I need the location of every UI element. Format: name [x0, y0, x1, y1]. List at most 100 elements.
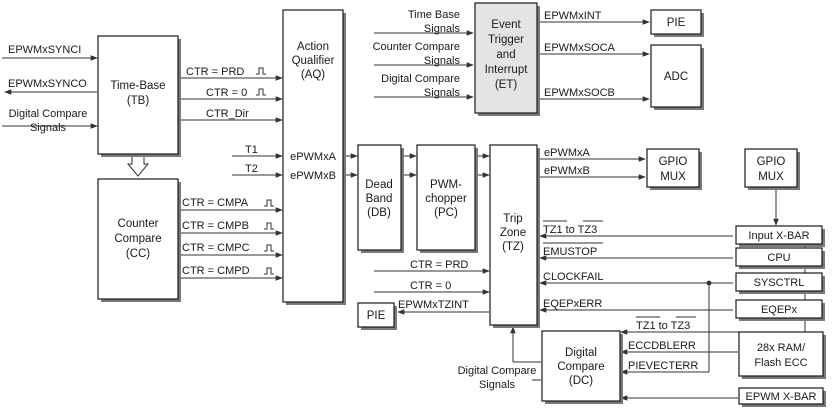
et-label-4: Interrupt — [485, 64, 529, 76]
pulse-icon — [264, 267, 274, 275]
adc-label: ADC — [664, 71, 688, 83]
cc-signals-label-1: Counter Compare — [373, 41, 460, 53]
tb-cc-hollow-arrow — [126, 155, 150, 177]
ram-ecc-label-2: Flash ECC — [754, 357, 807, 369]
aq-label-3: (AQ) — [301, 69, 325, 81]
pulse-glyphs — [256, 67, 274, 275]
db-label-2: Band — [366, 193, 393, 205]
db-label-1: Dead — [365, 179, 393, 191]
ctr-dir-label: CTR_Dir — [206, 108, 249, 120]
eqepx-label: EQEPx — [761, 304, 798, 316]
tb-label-1: Time-Base — [110, 80, 165, 92]
epwm-tzint-label: EPWMxTZINT — [398, 299, 469, 311]
pie-bottom-label: PIE — [367, 310, 386, 322]
tz-label-2: Zone — [500, 227, 526, 239]
pulse-icon — [256, 88, 266, 96]
tz-label-3: (TZ) — [502, 241, 524, 253]
epwm-soca-label: EPWMxSOCA — [544, 42, 616, 54]
pc-label-2: chopper — [425, 193, 467, 205]
db-block — [357, 144, 402, 251]
tz-block — [489, 144, 538, 326]
aq-epwma-label: ePWMxA — [290, 151, 337, 163]
et-label-2: Trigger — [488, 34, 524, 46]
epwm-socb-label: EPWMxSOCB — [544, 87, 615, 99]
pulse-icon — [264, 244, 274, 252]
connections — [2, 19, 818, 401]
ram-ecc-block — [738, 331, 824, 377]
aq-epwmb-label: ePWMxB — [290, 170, 336, 182]
junction-dot — [706, 280, 712, 286]
dc-signals-bottom-label-1: Digital Compare — [458, 365, 537, 377]
dc-label-3: (DC) — [569, 375, 593, 387]
gpio-mux1-block — [646, 148, 700, 188]
sync-in-label: EPWMxSYNCI — [8, 44, 81, 56]
pulse-icon — [256, 67, 266, 75]
blocks — [97, 2, 826, 407]
epwm-int-label: EPWMxINT — [544, 10, 602, 22]
pc-label-1: PWM- — [430, 179, 462, 191]
et-block — [474, 2, 538, 114]
cc-label-3: (CC) — [126, 248, 150, 260]
adc-block — [650, 44, 702, 108]
clockfail-label: CLOCKFAIL — [543, 271, 604, 283]
pievecterr-label: PIEVECTERR — [628, 360, 698, 372]
ctr-prd-label: CTR = PRD — [186, 66, 244, 78]
tb-signals-label-2: Signals — [424, 23, 461, 35]
epwm-xbar-block — [738, 387, 824, 405]
dc-signals-tb-label-2: Signals — [30, 122, 67, 134]
input-xbar-label: Input X-BAR — [748, 230, 809, 242]
dc-signals-et-label-1: Digital Compare — [381, 73, 460, 85]
cpu-block — [735, 247, 823, 267]
cpu-label: CPU — [767, 252, 790, 264]
emustop-label: EMUSTOP — [543, 246, 597, 258]
pulse-icon — [264, 199, 274, 207]
cc-label-2: Compare — [114, 233, 161, 245]
tb-signals-label-1: Time Base — [408, 9, 460, 21]
ram-ecc-label-1: 28x RAM/ — [757, 342, 806, 354]
cc-label-1: Counter — [118, 218, 159, 230]
pc-block — [416, 144, 476, 251]
ctr-cmpc-label: CTR = CMPC — [182, 242, 250, 254]
et-label-5: (ET) — [495, 79, 518, 91]
dc-label-1: Digital — [565, 347, 597, 359]
input-xbar-block — [735, 225, 823, 245]
pulse-icon — [264, 222, 274, 230]
gpio-mux1-label-1: GPIO — [659, 156, 688, 168]
ctr-cmpa-label: CTR = CMPA — [182, 197, 249, 209]
pc-label-3: (PC) — [434, 207, 458, 219]
pie-bottom-block — [357, 302, 395, 328]
block-labels: Time-Base (TB) Counter Compare (CC) Acti… — [110, 17, 816, 403]
cc-signals-label-2: Signals — [424, 55, 461, 67]
ctr-zero-tz-label: CTR = 0 — [410, 280, 451, 292]
gpio-mux1-label-2: MUX — [660, 171, 686, 183]
epwma-out-label: ePWMxA — [544, 147, 591, 159]
aq-label-2: Qualifier — [292, 55, 335, 67]
sysctrl-block — [735, 272, 823, 292]
tb-block — [97, 35, 179, 155]
eqepxerr-label: EQEPxERR — [543, 298, 602, 310]
ctr-cmpd-label: CTR = CMPD — [182, 265, 250, 277]
aq-block — [282, 9, 344, 303]
aq-label-1: Action — [297, 41, 329, 53]
dc-signals-tb-label-1: Digital Compare — [9, 108, 88, 120]
gpio-mux2-label-1: GPIO — [757, 156, 786, 168]
dc-signals-et-label-2: Signals — [424, 87, 461, 99]
eqepx-block — [735, 299, 823, 319]
gpio-mux2-block — [744, 148, 798, 188]
epwm-xbar-label: EPWM X-BAR — [746, 391, 817, 403]
tb-label-2: (TB) — [127, 95, 150, 107]
eccdblerr-label: ECCDBLERR — [628, 340, 696, 352]
signal-labels: EPWMxSYNCI EPWMxSYNCO Digital Compare Si… — [8, 9, 698, 391]
cc-block — [97, 178, 179, 300]
dc-label-2: Compare — [557, 361, 604, 373]
t2-label: T2 — [245, 163, 258, 175]
ctr-zero-label: CTR = 0 — [206, 87, 247, 99]
et-label-1: Event — [491, 19, 521, 31]
pie-top-label: PIE — [667, 17, 686, 29]
tz1-tz3-label-a: TZ1 to TZ3 — [543, 224, 597, 236]
ctr-cmpb-label: CTR = CMPB — [182, 220, 249, 232]
dc-signals-bottom-label-2: Signals — [479, 379, 516, 391]
et-label-3: and — [496, 49, 515, 61]
